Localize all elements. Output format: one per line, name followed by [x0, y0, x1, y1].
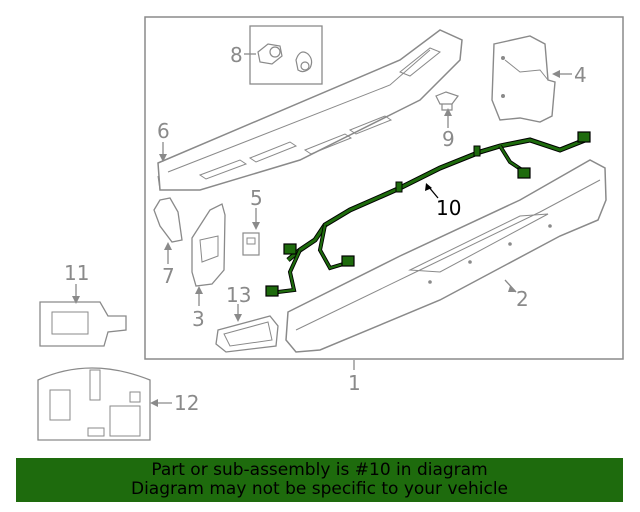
part-7-deflector[interactable] [153, 197, 183, 243]
part-4-bracket[interactable] [491, 35, 556, 123]
callout-9: 9 [442, 127, 455, 151]
assembly-frame [144, 16, 624, 360]
callout-3: 3 [192, 307, 205, 331]
part-6-step-pad[interactable] [157, 29, 463, 191]
callout-2: 2 [516, 287, 529, 311]
part-11-module[interactable] [39, 301, 127, 347]
part-8-clips[interactable] [249, 25, 323, 85]
callout-11: 11 [64, 261, 89, 285]
leader-arrowheads [72, 70, 560, 407]
callout-4: 4 [574, 63, 587, 87]
banner-line-1: Part or sub-assembly is #10 in diagram [151, 460, 488, 480]
callout-12: 12 [174, 391, 199, 415]
callout-1: 1 [348, 371, 361, 395]
part-13-reflector[interactable] [215, 315, 279, 353]
callout-7: 7 [162, 264, 175, 288]
part-12-tray[interactable] [37, 367, 151, 441]
callout-5: 5 [250, 186, 263, 210]
callout-13: 13 [226, 283, 251, 307]
part-9-plug[interactable] [435, 91, 459, 111]
part-5-clip[interactable] [242, 232, 260, 256]
notice-banner: Part or sub-assembly is #10 in diagram D… [16, 458, 623, 502]
part-2-bumper[interactable] [285, 159, 607, 353]
part-3-bracket[interactable] [191, 203, 226, 287]
callout-6: 6 [157, 119, 170, 143]
banner-line-2: Diagram may not be specific to your vehi… [130, 479, 508, 499]
callout-8: 8 [230, 43, 243, 67]
callout-10: 10 [436, 196, 461, 220]
parts-diagram: 1 2 3 4 5 6 7 8 9 10 11 12 13 [37, 16, 624, 441]
part-10-wiring-harness[interactable] [265, 131, 591, 297]
